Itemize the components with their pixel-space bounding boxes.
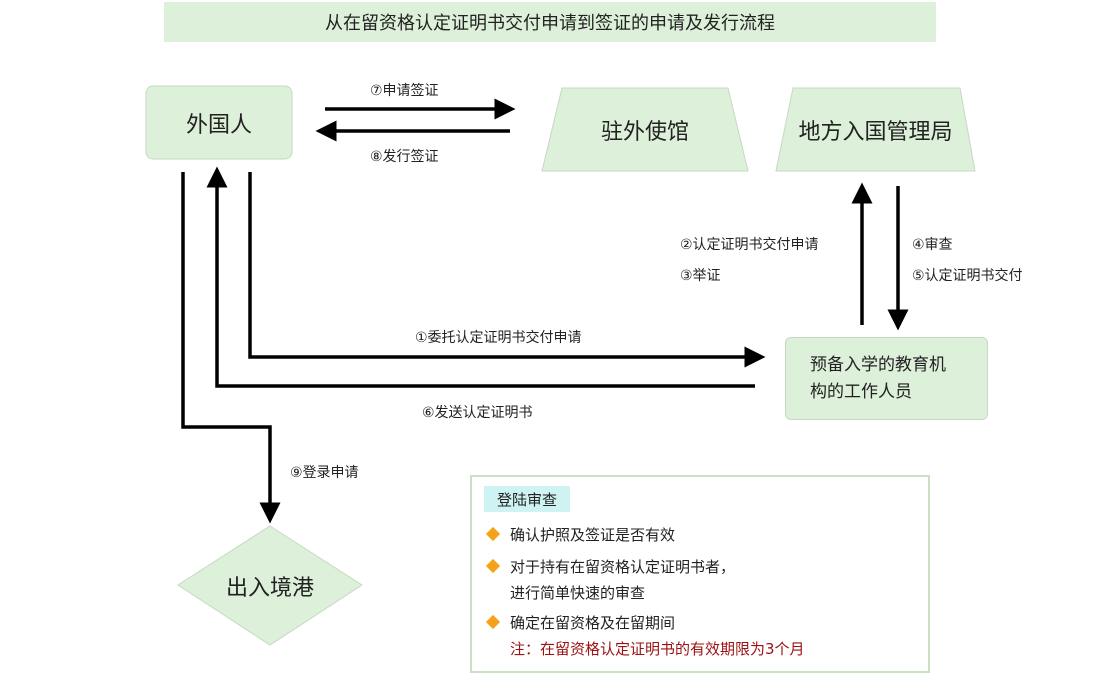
arrow-request-application (248, 172, 766, 368)
step-2-label: ②认定证明书交付申请 (680, 237, 819, 253)
check-item-text: 确认护照及签证是否有效 (510, 526, 676, 544)
step-7-label: ⑦申请签证 (370, 83, 439, 99)
step-1-label: ①委托认定证明书交付申请 (415, 330, 582, 346)
embassy-node-shape (541, 87, 749, 172)
validity-note: 注：在留资格认定证明书的有效期限为3个月 (510, 640, 805, 658)
step-3-label: ③举证 (680, 268, 721, 284)
immigration-bureau-node: 地方入国管理局 (798, 119, 953, 145)
step-4-label: ④审查 (912, 237, 953, 253)
staff-line-2: 构的工作人员 (810, 382, 912, 402)
foreigner-node-shape (145, 85, 293, 160)
check-item-text: 对于持有在留资格认定证明书者， (510, 558, 736, 576)
landing-examination-heading: 登陆审查 (484, 486, 570, 512)
step-9-label: ⑨登录申请 (290, 465, 359, 481)
step-5-label: ⑤认定证明书交付 (912, 268, 1023, 284)
diagram-title: 从在留资格认定证明书交付申请到签证的申请及发行流程 (164, 2, 936, 42)
check-item-status-period: 确定在留资格及在留期间 (485, 612, 676, 633)
diamond-bullet-icon (485, 558, 501, 574)
staff-line-1: 预备入学的教育机 (810, 355, 946, 375)
school-staff-node: 预备入学的教育机 构的工作人员 (785, 337, 988, 420)
step-8-label: ⑧发行签证 (370, 149, 439, 165)
check-item-certificate-holder-cont: 进行简单快速的审查 (510, 584, 646, 602)
embassy-node: 驻外使馆 (600, 119, 689, 145)
landing-examination-box (470, 475, 930, 673)
check-item-text: 确定在留资格及在留期间 (510, 614, 676, 632)
port-node: 出入境港 (225, 575, 314, 601)
diamond-bullet-icon (485, 526, 501, 542)
immigration-node-shape (775, 87, 976, 172)
step-6-label: ⑥发送认定证明书 (422, 405, 533, 421)
check-item-passport: 确认护照及签证是否有效 (485, 524, 676, 545)
diamond-bullet-icon (485, 614, 501, 630)
foreigner-node: 外国人 (185, 112, 252, 138)
port-node-shape (177, 525, 363, 646)
arrow-landing-application (181, 172, 281, 524)
check-item-certificate-holder: 对于持有在留资格认定证明书者， (485, 556, 736, 577)
arrow-send-certificate (206, 166, 755, 388)
